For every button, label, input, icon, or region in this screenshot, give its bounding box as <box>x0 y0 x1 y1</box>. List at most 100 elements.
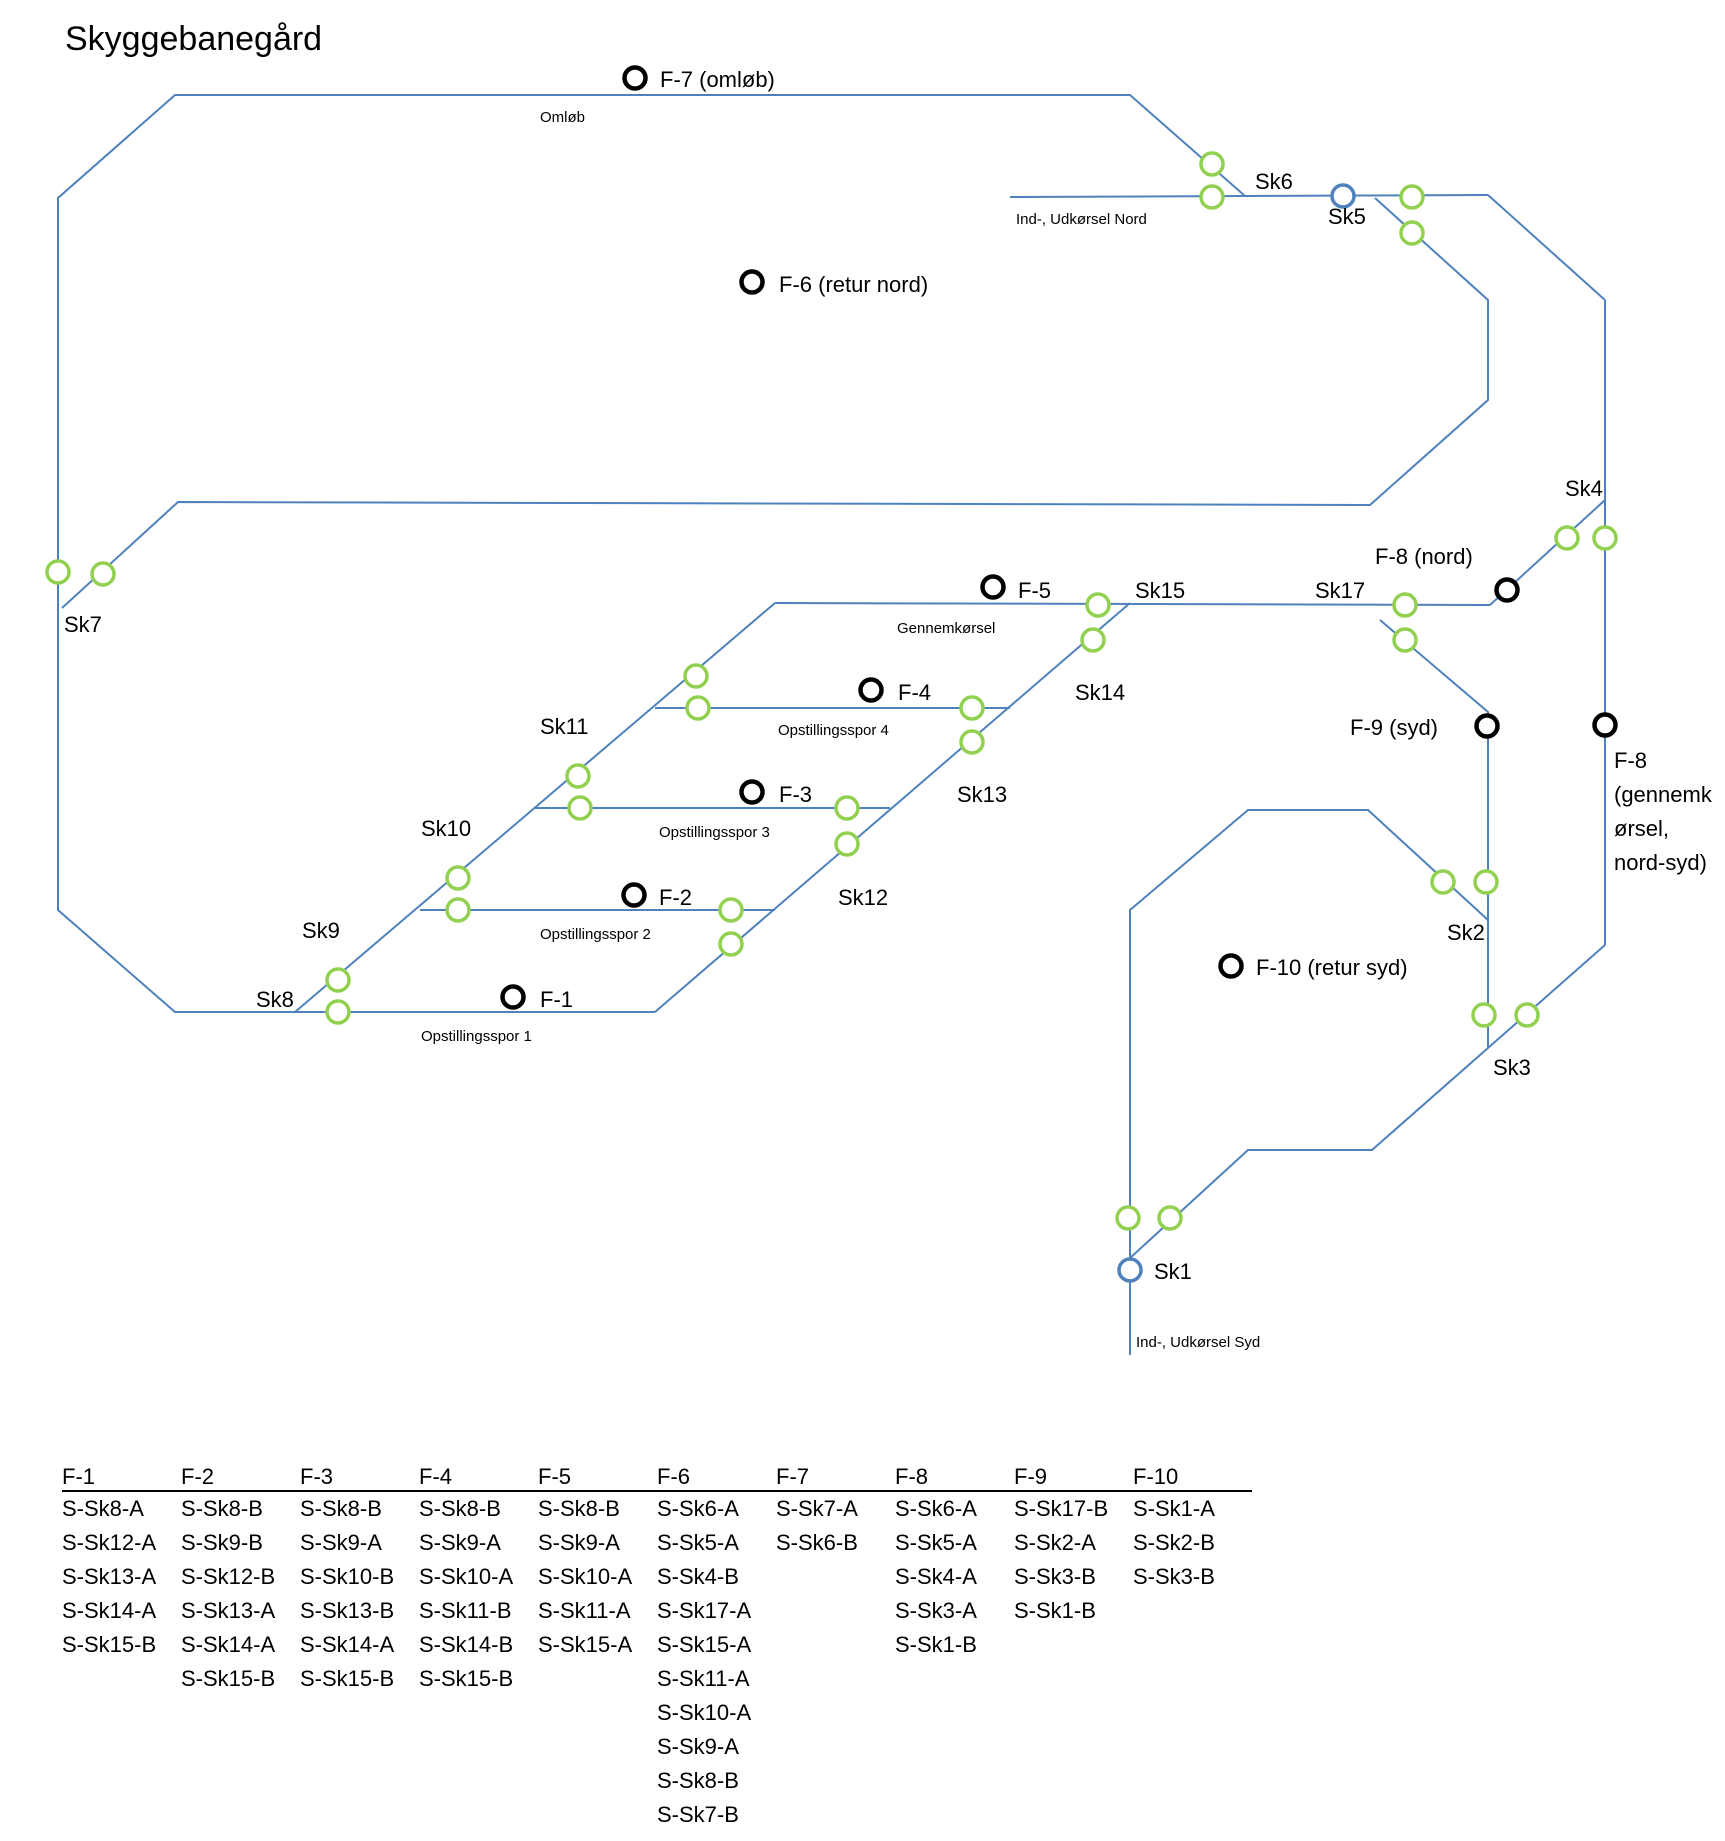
signal-icon <box>1080 627 1106 653</box>
marker-f3-icon <box>739 779 765 805</box>
route-cell: S-Sk12-B <box>181 1564 276 1589</box>
route-cell: S-Sk10-B <box>300 1564 395 1589</box>
route-cell <box>776 1730 895 1764</box>
label-f3: F-3 <box>779 782 812 807</box>
track-label-spor1: Opstillingsspor 1 <box>421 1028 532 1045</box>
signals <box>45 151 1618 1231</box>
route-cell <box>895 1798 1014 1832</box>
route-row: S-Sk9-A <box>62 1730 1252 1764</box>
route-header-cell: F-10 <box>1133 1460 1252 1492</box>
track-lines <box>57 94 1606 1355</box>
route-cell <box>181 1730 300 1764</box>
route-cell <box>776 1764 895 1798</box>
track-omlob <box>57 94 1246 1013</box>
label-f7: F-7 (omløb) <box>660 67 775 92</box>
signal-icon <box>683 663 709 689</box>
route-cell <box>776 1696 895 1730</box>
route-cell <box>300 1764 419 1798</box>
route-cell: S-Sk15-B <box>419 1666 514 1691</box>
route-cell: S-Sk3-B <box>1133 1564 1215 1589</box>
signal-icon <box>685 695 711 721</box>
route-header-cell: F-5 <box>538 1460 657 1492</box>
track-label-omlob: Omløb <box>540 109 585 126</box>
signal-icon <box>959 695 985 721</box>
route-cell: S-Sk9-A <box>300 1530 382 1555</box>
route-cell: S-Sk10-A <box>657 1700 752 1725</box>
route-cell: S-Sk15-A <box>538 1632 633 1657</box>
route-cell: S-Sk4-A <box>895 1564 977 1589</box>
route-cell <box>895 1730 1014 1764</box>
switch-label-sk1: Sk1 <box>1154 1259 1192 1284</box>
signal-icon <box>1554 525 1580 551</box>
signal-icon <box>90 561 116 587</box>
signal-icon <box>1592 525 1618 551</box>
route-cell: S-Sk13-B <box>300 1598 395 1623</box>
route-cell <box>776 1628 895 1662</box>
route-cell: S-Sk8-B <box>419 1496 501 1521</box>
route-cell: S-Sk15-B <box>62 1632 157 1657</box>
route-cell: S-Sk11-A <box>657 1666 750 1691</box>
track-label-spor3: Opstillingsspor 3 <box>659 824 770 841</box>
marker-f10-icon <box>1218 953 1244 979</box>
route-cell: S-Sk9-A <box>657 1734 739 1759</box>
switch-label-sk17: Sk17 <box>1315 578 1365 603</box>
route-cell: S-Sk8-B <box>538 1496 620 1521</box>
track-label-gennemkorsel: Gennemkørsel <box>897 620 995 637</box>
route-header-cell: F-1 <box>62 1460 181 1492</box>
route-cell: S-Sk4-B <box>657 1564 739 1589</box>
switch-label-sk12: Sk12 <box>838 885 888 910</box>
route-cell: S-Sk6-A <box>895 1496 977 1521</box>
signal-icon <box>1085 592 1111 618</box>
route-row: S-Sk7-B <box>62 1798 1252 1832</box>
label-f6: F-6 (retur nord) <box>779 272 928 297</box>
signal-icon <box>325 999 351 1025</box>
route-cell: S-Sk1-B <box>1014 1598 1096 1623</box>
route-cell: S-Sk9-A <box>419 1530 501 1555</box>
route-cell <box>1014 1662 1133 1696</box>
signal-icon <box>1430 869 1456 895</box>
switch-label-sk4: Sk4 <box>1565 476 1603 501</box>
route-cell: S-Sk15-B <box>300 1666 395 1691</box>
label-f9: F-9 (syd) <box>1350 715 1438 740</box>
route-cell: S-Sk3-A <box>895 1598 977 1623</box>
signal-icon <box>959 729 985 755</box>
junction-sk1-icon <box>1117 1257 1143 1283</box>
marker-f4-icon <box>858 677 884 703</box>
label-f2: F-2 <box>659 885 692 910</box>
route-cell: S-Sk2-B <box>1133 1530 1215 1555</box>
route-header-cell: F-3 <box>300 1460 419 1492</box>
route-cell <box>181 1696 300 1730</box>
track-south-diagonal <box>1129 944 1606 1259</box>
signal-icon <box>1199 151 1225 177</box>
route-cell <box>776 1594 895 1628</box>
route-cell: S-Sk7-B <box>657 1802 739 1827</box>
route-cell <box>1014 1730 1133 1764</box>
route-cell: S-Sk14-B <box>419 1632 514 1657</box>
label-f1: F-1 <box>540 987 573 1012</box>
signal-icon <box>1157 1205 1183 1231</box>
track-diagram: Skyggebanegård <box>45 20 1713 1355</box>
route-cell: S-Sk17-A <box>657 1598 752 1623</box>
marker-f1-icon <box>500 984 526 1010</box>
signal-icon <box>325 967 351 993</box>
route-cell <box>1133 1594 1252 1628</box>
route-cell <box>1133 1696 1252 1730</box>
route-cell: S-Sk11-A <box>538 1598 631 1623</box>
signal-icon <box>45 559 71 585</box>
marker-f6-icon <box>739 269 765 295</box>
diagram-title: Skyggebanegård <box>65 20 322 58</box>
track-label-spor4: Opstillingsspor 4 <box>778 722 889 739</box>
signal-icon <box>718 931 744 957</box>
route-cell: S-Sk8-B <box>657 1768 739 1793</box>
route-cell: S-Sk13-A <box>62 1564 157 1589</box>
route-cell <box>300 1696 419 1730</box>
label-f8-nord: F-8 (nord) <box>1375 544 1473 569</box>
signal-icon <box>1399 184 1425 210</box>
switch-label-sk11: Sk11 <box>540 714 589 739</box>
route-cell <box>62 1764 181 1798</box>
route-cell: S-Sk10-A <box>538 1564 633 1589</box>
